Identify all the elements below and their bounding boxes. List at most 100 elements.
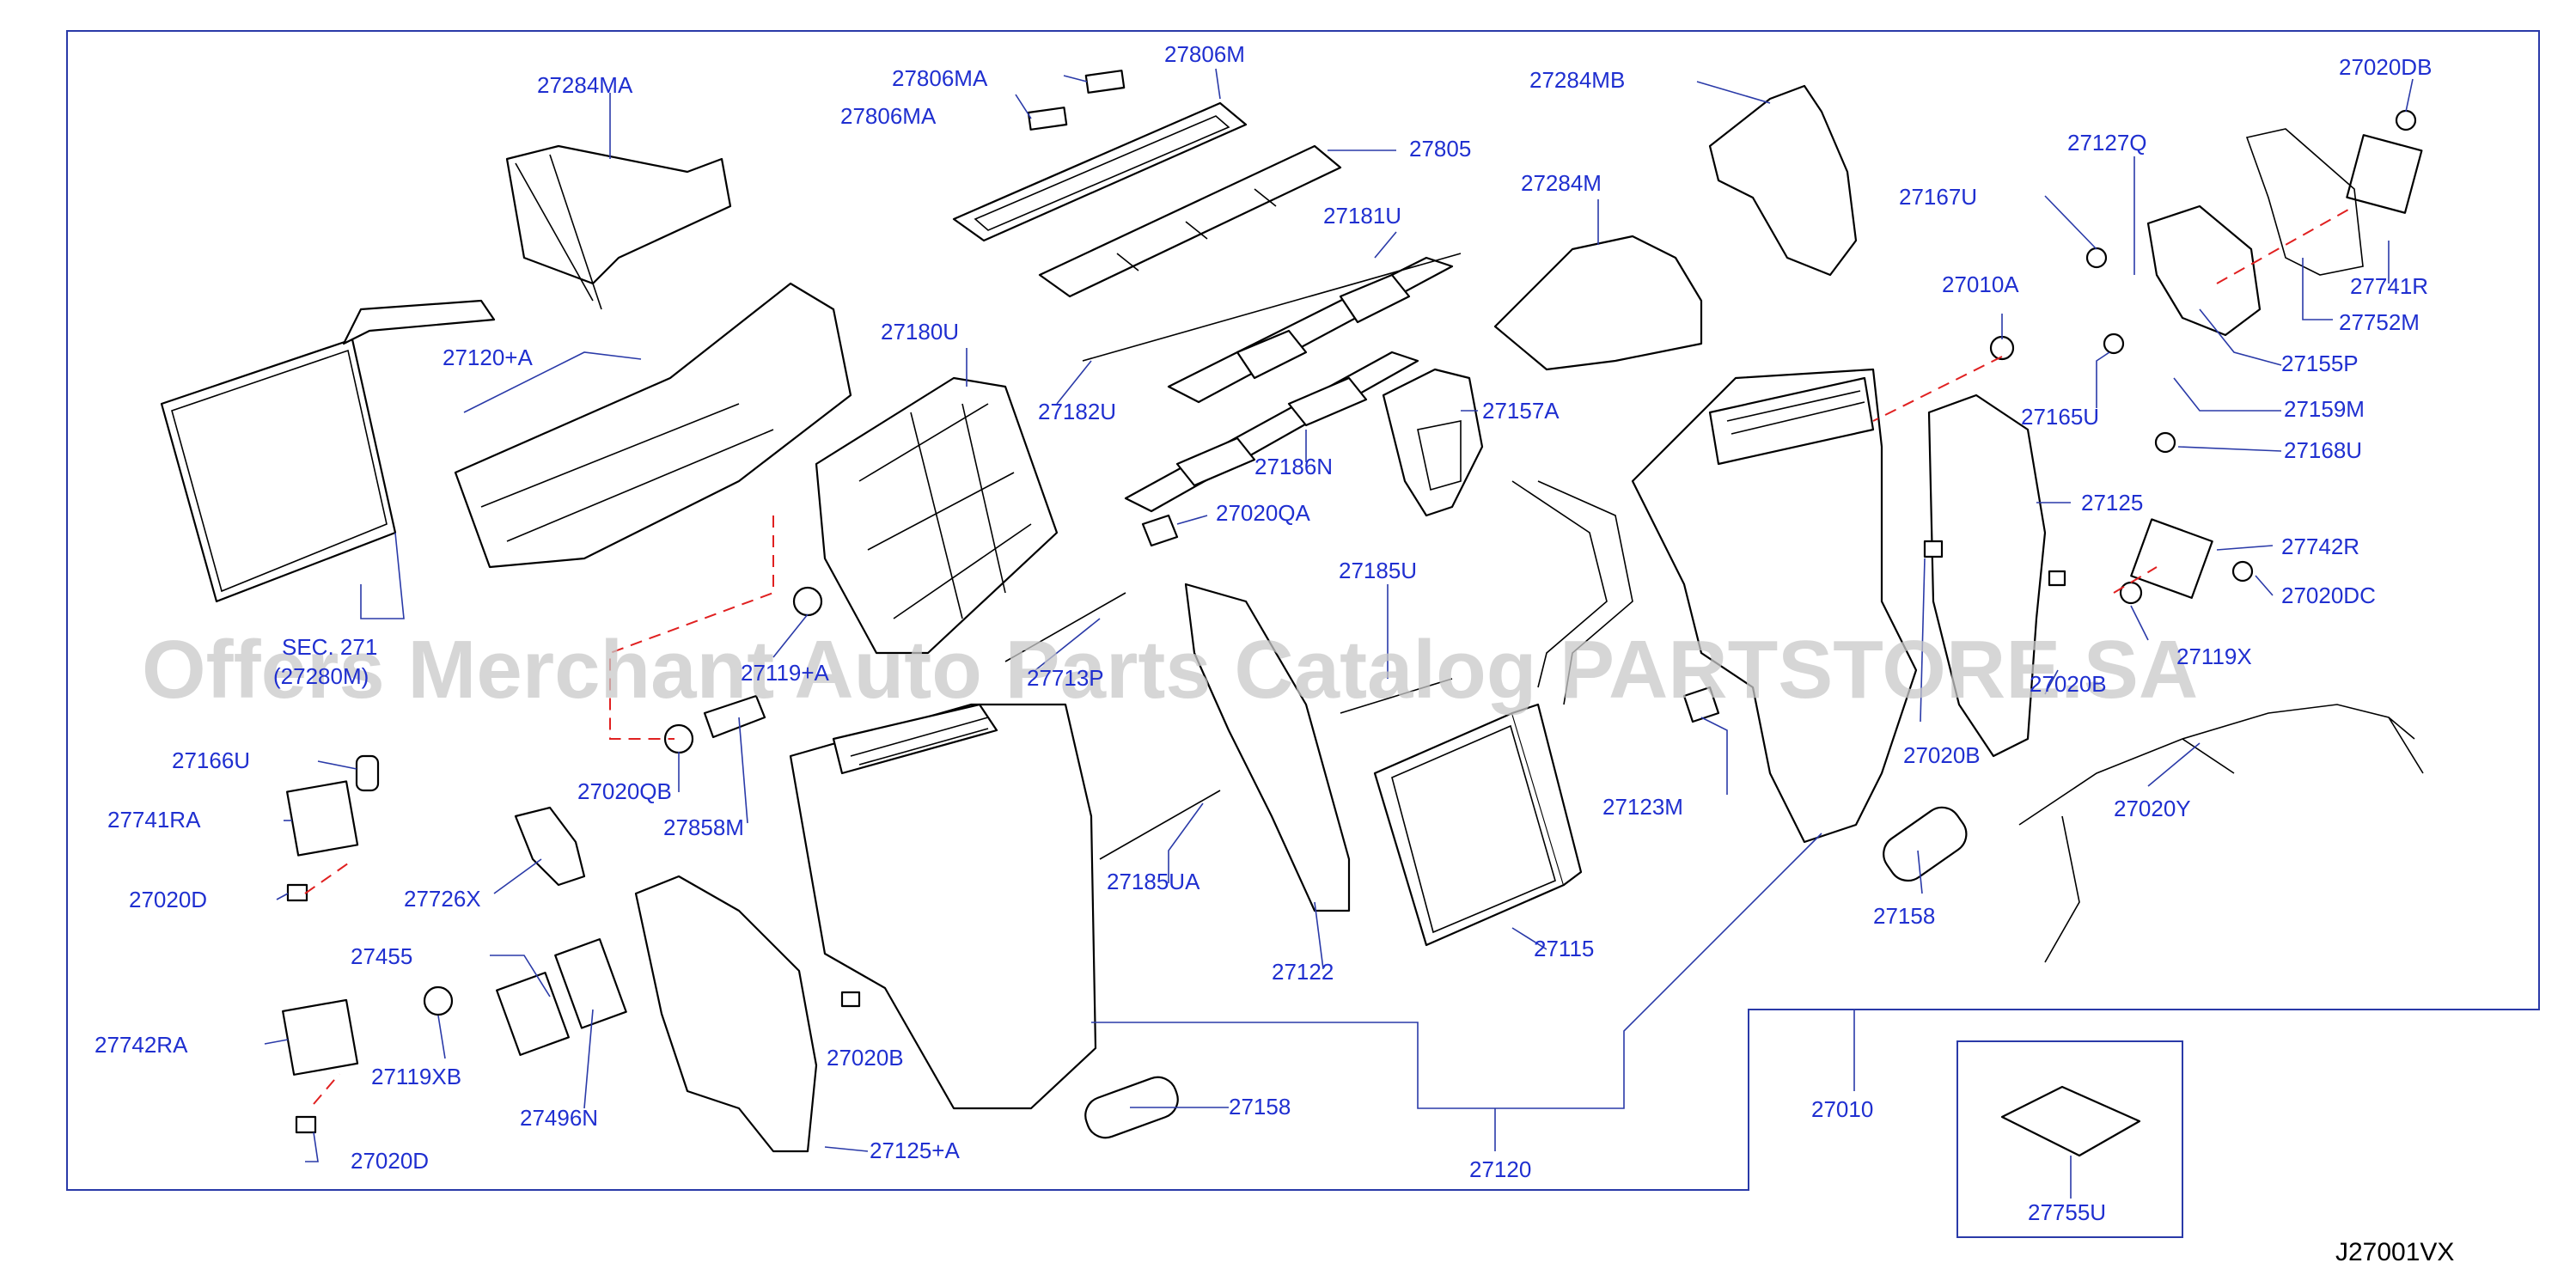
label-27182U[interactable]: 27182U: [1038, 399, 1116, 424]
label-27020B-right[interactable]: 27020B: [2030, 671, 2107, 697]
label-27166U[interactable]: 27166U: [172, 747, 250, 773]
label-27713P[interactable]: 27713P: [1027, 665, 1104, 691]
label-27168U[interactable]: 27168U: [2284, 437, 2362, 463]
label-sec-271[interactable]: SEC. 271: [282, 634, 377, 660]
label-27010A[interactable]: 27010A: [1942, 271, 2019, 297]
label-27125[interactable]: 27125: [2081, 490, 2143, 515]
resistor-27455-shape: [496, 938, 627, 1056]
label-27726X[interactable]: 27726X: [404, 886, 481, 912]
label-27755U[interactable]: 27755U: [2028, 1199, 2106, 1225]
bolt-27020dc-shape: [2231, 560, 2254, 583]
sheet-27755u-shape: [2000, 1085, 2141, 1157]
label-27284M[interactable]: 27284M: [1521, 170, 1602, 196]
label-27741R[interactable]: 27741R: [2350, 273, 2428, 299]
label-27020QA[interactable]: 27020QA: [1216, 500, 1311, 526]
cam-27155p-shape: [2146, 204, 2262, 337]
ring-27158-right: [1883, 806, 1968, 882]
connector-27020qa-shape: [1141, 514, 1179, 547]
actuator-27742ra-shape: [282, 998, 359, 1076]
clip-27123m-shape: [1682, 686, 1720, 723]
label-27020B-middle[interactable]: 27020B: [1903, 742, 1981, 768]
label-27165U[interactable]: 27165U: [2021, 404, 2099, 430]
rod-27185ua-shape: [1099, 790, 1221, 860]
duct-27284ma-shape: [505, 144, 732, 310]
label-27741RA[interactable]: 27741RA: [107, 807, 201, 833]
label-27752M[interactable]: 27752M: [2339, 309, 2420, 335]
filter-27805-shape: [1038, 144, 1342, 298]
label-27157A[interactable]: 27157A: [1482, 398, 1560, 424]
label-27742RA[interactable]: 27742RA: [95, 1032, 188, 1058]
label-27120[interactable]: 27120: [1469, 1156, 1531, 1182]
label-27806MA-upper[interactable]: 27806MA: [892, 65, 988, 91]
label-27159M[interactable]: 27159M: [2284, 396, 2365, 422]
bolt-27020db-shape: [2395, 109, 2417, 131]
clip-27119x-shape: [2119, 581, 2143, 605]
label-27010[interactable]: 27010: [1811, 1096, 1873, 1122]
label-27020QB[interactable]: 27020QB: [577, 778, 672, 804]
pad-27806ma-a: [1084, 70, 1126, 94]
pipes-shape: [1511, 480, 1633, 705]
part-shapes: [160, 70, 2424, 1157]
door-27186n-shape: [1124, 351, 1419, 513]
label-sec-27280M[interactable]: (27280M): [273, 663, 369, 689]
clip-27020b-m-shape: [1923, 540, 1944, 558]
label-27805[interactable]: 27805: [1409, 136, 1471, 162]
label-27020D-upper[interactable]: 27020D: [129, 887, 207, 912]
label-27119XB[interactable]: 27119XB: [371, 1064, 461, 1089]
case-27010-shape: [1631, 368, 1918, 844]
label-27125A[interactable]: 27125+A: [870, 1138, 960, 1163]
label-27806MA-lower[interactable]: 27806MA: [840, 103, 937, 129]
door-27181u-shape: [1082, 253, 1462, 404]
label-27167U[interactable]: 27167U: [1899, 184, 1977, 210]
label-27496N[interactable]: 27496N: [520, 1105, 598, 1131]
harness-27020y-shape: [2018, 704, 2424, 963]
case-27120a-shape: [454, 282, 852, 569]
part-labels: 27284MA 27806MA 27806MA 27806M 27805 272…: [95, 41, 2432, 1225]
label-27158-right[interactable]: 27158: [1873, 903, 1935, 929]
label-27806M[interactable]: 27806M: [1164, 41, 1245, 67]
label-27185U[interactable]: 27185U: [1339, 558, 1417, 583]
label-27122[interactable]: 27122: [1272, 959, 1334, 985]
label-27858M[interactable]: 27858M: [663, 814, 744, 840]
cover-27125-shape: [1927, 393, 2047, 758]
seal-27122-shape: [1184, 583, 1351, 912]
rod-27185u-shape: [1340, 678, 1453, 714]
sensor-27726x-shape: [514, 806, 586, 887]
label-27123M[interactable]: 27123M: [1602, 794, 1683, 820]
label-27020DC[interactable]: 27020DC: [2281, 583, 2376, 608]
label-27284MB[interactable]: 27284MB: [1529, 67, 1625, 93]
pad-27806ma-b: [1027, 107, 1068, 131]
filter-27806m-shape: [952, 101, 1248, 242]
label-27180U[interactable]: 27180U: [881, 319, 959, 345]
label-27115[interactable]: 27115: [1534, 936, 1594, 961]
clip-27167u-shape: [2085, 247, 2108, 269]
clip-27020b-l-shape: [840, 991, 861, 1008]
label-27186N[interactable]: 27186N: [1254, 454, 1333, 479]
label-27020Y[interactable]: 27020Y: [2114, 796, 2191, 821]
clip-27020b-r-shape: [2048, 570, 2066, 587]
label-27119A[interactable]: 27119+A: [741, 660, 830, 686]
label-27020D-lower[interactable]: 27020D: [351, 1148, 429, 1174]
label-27127Q[interactable]: 27127Q: [2067, 130, 2147, 156]
heater-core-27115-shape: [1373, 703, 1583, 947]
leader-lines: [264, 68, 2414, 1199]
blower-27180u-shape: [815, 376, 1059, 655]
clip-27010a-shape: [1989, 335, 2015, 361]
label-27155P[interactable]: 27155P: [2281, 351, 2359, 376]
label-27020B-left[interactable]: 27020B: [827, 1045, 904, 1071]
label-27284MA[interactable]: 27284MA: [537, 72, 633, 98]
label-27742R[interactable]: 27742R: [2281, 534, 2359, 559]
clip-27168u-shape: [2154, 431, 2176, 454]
label-27020DB[interactable]: 27020DB: [2339, 54, 2432, 80]
duct-27284mb-shape: [1708, 84, 1858, 277]
label-27181U[interactable]: 27181U: [1323, 203, 1401, 229]
label-27158-left[interactable]: 27158: [1229, 1094, 1291, 1119]
label-27455[interactable]: 27455: [351, 943, 412, 969]
label-27120A[interactable]: 27120+A: [443, 345, 533, 370]
gasket-27157a-shape: [1382, 368, 1484, 517]
label-27185UA[interactable]: 27185UA: [1107, 869, 1200, 894]
motor-27119a-shape: [792, 586, 823, 617]
label-27119X[interactable]: 27119X: [2176, 644, 2252, 669]
watermark-text: Offers Merchant Auto Parts Catalog PARTS…: [142, 624, 2198, 716]
